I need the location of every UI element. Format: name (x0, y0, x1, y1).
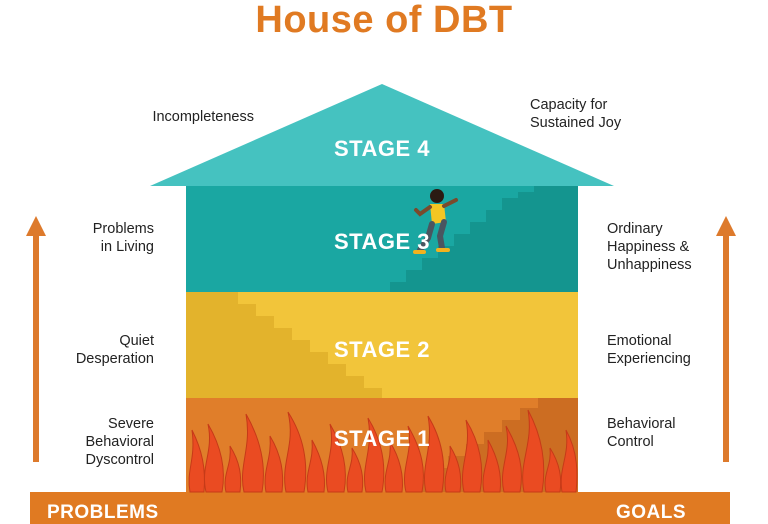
stage-3-stairs (390, 186, 578, 292)
goal-stage-3: Ordinary Happiness & Unhappiness (607, 221, 692, 273)
problem-stage-1: Severe Behavioral Dyscontrol (85, 416, 154, 468)
page-title: House of DBT (255, 0, 513, 41)
running-person-icon (413, 189, 458, 254)
problems-label: PROBLEMS (47, 502, 159, 523)
problem-stage-3: Problems in Living (92, 221, 154, 255)
goal-stage-2: Emotional Experiencing (607, 333, 691, 367)
goals-label: GOALS (616, 502, 687, 523)
stage-2-label: STAGE 2 (334, 337, 430, 362)
goal-stage-4: Capacity for Sustained Joy (530, 97, 622, 131)
problems-goals-bar (30, 492, 730, 524)
stage-3-label: STAGE 3 (334, 229, 430, 254)
up-arrow-icon (716, 216, 736, 462)
stage-4-label: STAGE 4 (334, 136, 430, 161)
goal-stage-1: Behavioral Control (607, 416, 676, 450)
stage-2-stairs (186, 292, 382, 398)
problem-stage-2: Quiet Desperation (75, 333, 154, 367)
problem-stage-4: Incompleteness (152, 109, 254, 125)
stage-4-roof (150, 84, 614, 186)
flame-icon (188, 409, 578, 493)
up-arrow-icon (26, 216, 46, 462)
stage-1-label: STAGE 1 (334, 426, 430, 451)
